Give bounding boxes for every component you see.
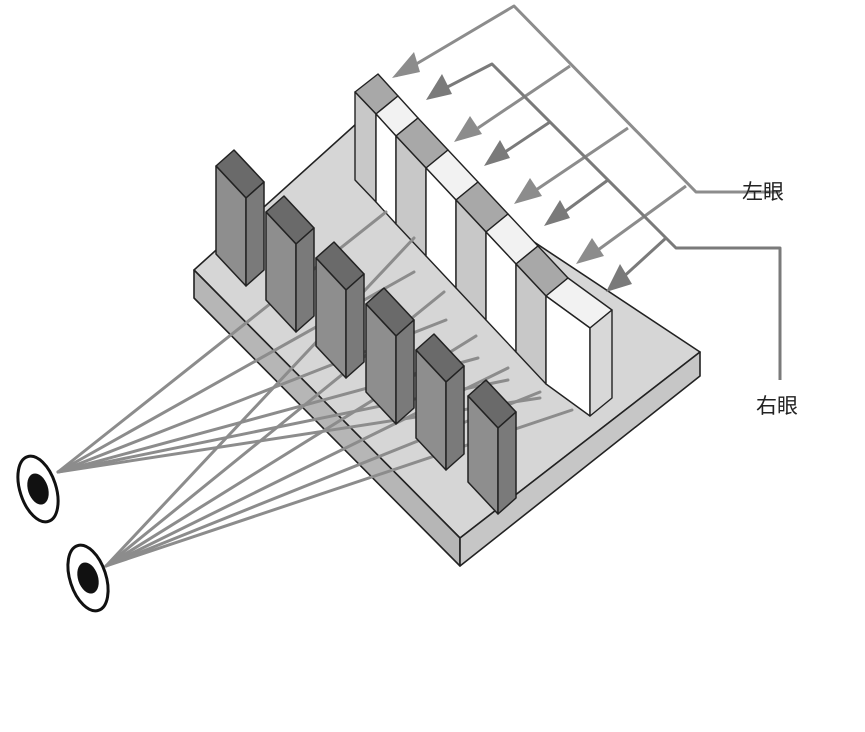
arrowhead bbox=[392, 52, 420, 78]
pixel-column bbox=[395, 117, 449, 257]
arrowhead bbox=[484, 140, 510, 166]
right-eye-label: 右眼 bbox=[756, 394, 798, 418]
barrier-block bbox=[467, 379, 517, 515]
pixel-column bbox=[545, 277, 613, 417]
arrowhead bbox=[544, 200, 570, 226]
arrowhead bbox=[426, 74, 452, 100]
barrier-blocks bbox=[215, 149, 517, 515]
left-eye-arrowheads bbox=[392, 52, 604, 264]
arrowhead bbox=[514, 178, 542, 204]
left-eye-label: 左眼 bbox=[742, 180, 784, 204]
left-eye-icon bbox=[16, 454, 60, 524]
left-eye-bracket bbox=[395, 4, 780, 194]
pixel-columns bbox=[354, 73, 613, 417]
right-eye-bracket bbox=[429, 62, 782, 380]
right-eye-icon bbox=[66, 543, 110, 613]
barrier-block bbox=[215, 149, 265, 287]
base-plate-side bbox=[459, 351, 701, 567]
right-eye-arrowheads bbox=[426, 74, 632, 292]
barrier-block bbox=[415, 333, 465, 471]
arrowhead bbox=[606, 264, 632, 292]
arrowhead bbox=[454, 116, 482, 142]
barrier-block bbox=[315, 241, 365, 379]
arrowhead bbox=[576, 238, 604, 264]
barrier-block bbox=[365, 287, 415, 425]
barrier-block bbox=[265, 195, 315, 333]
